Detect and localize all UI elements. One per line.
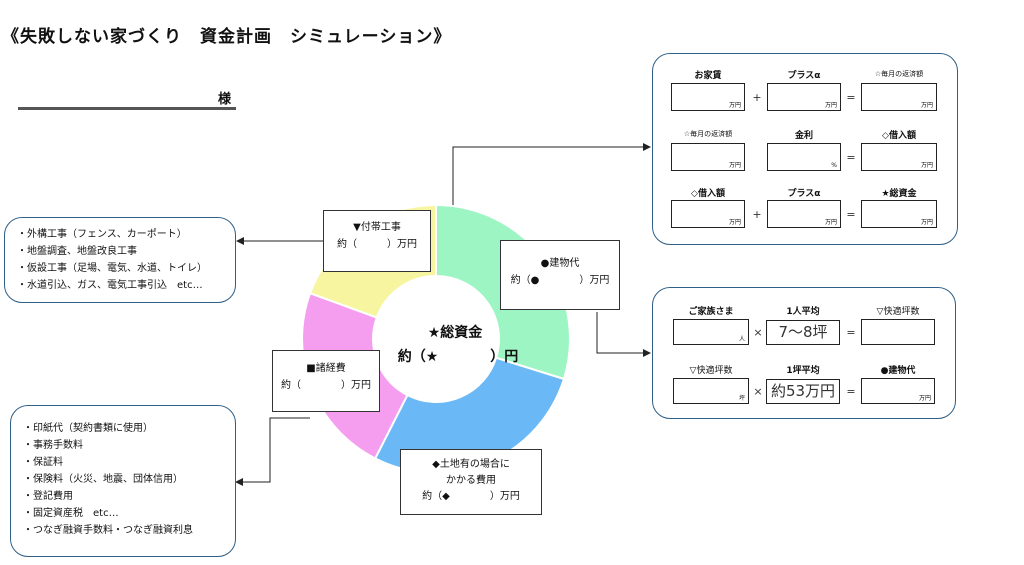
loan-amount-input-2[interactable]: 万円 (671, 200, 745, 228)
family-count-input[interactable]: 人 (673, 319, 749, 345)
list-item: ・保険料（火災、地震、団体信用） (23, 474, 183, 485)
land-amount[interactable]: 約（◆ ）万円 (422, 491, 520, 502)
loan-calc-panel: お家賃 プラスα ☆毎月の返済額 万円 + 万円 = 万円 ☆毎月の返済額 金利… (652, 53, 958, 245)
family-header: ご家族さま (688, 307, 734, 317)
list-item: ・印紙代（契約書類に使用） (23, 423, 153, 434)
row1-header-monthly: ☆毎月の返済額 (874, 70, 924, 78)
plus-operator: + (752, 208, 762, 221)
loan-amount-input[interactable]: 万円 (861, 143, 937, 171)
total-funds-input[interactable]: 万円 (861, 200, 937, 228)
list-item: ・保証料 (23, 457, 63, 468)
comfort-tsubo-header-2: ▽快適坪数 (689, 366, 733, 376)
land-title-line1: ◆土地有の場合に (432, 459, 510, 470)
total-funds-donut (301, 203, 571, 474)
land-label-box: ◆土地有の場合に かかる費用 約（◆ ）万円 (400, 449, 542, 515)
futai-detail-list: ・外構工事（フェンス、カーポート） ・地盤調査、地盤改良工事 ・仮設工事（足場、… (4, 217, 236, 303)
total-funds-suffix: ）円 (490, 349, 519, 365)
per-person-tsubo-value: 7〜8坪 (766, 320, 840, 345)
row3-header-total: ★総資金 (881, 189, 917, 199)
building-title: ●建物代 (540, 258, 580, 269)
list-item: ・登記費用 (23, 491, 73, 502)
equals-operator: = (846, 208, 856, 221)
land-title-line2: かかる費用 (446, 475, 496, 486)
rent-input[interactable]: 万円 (671, 83, 745, 111)
building-cost-header: ●建物代 (880, 366, 916, 376)
plus-alpha-input[interactable]: 万円 (767, 83, 841, 111)
monthly-payment-input-2[interactable]: 万円 (671, 143, 745, 171)
list-item: ・固定資産税 etc… (23, 508, 119, 519)
equals-operator: = (846, 151, 856, 164)
building-label-box: ●建物代 約（● ）万円 (500, 240, 620, 310)
total-funds-prefix: 約（★ (397, 349, 439, 365)
equals-operator: = (846, 91, 856, 104)
futai-amount[interactable]: 約（ ）万円 (337, 239, 417, 250)
shokeihi-label-box: ■諸経費 約（ ）万円 (272, 350, 380, 412)
comfort-tsubo-input[interactable] (861, 319, 935, 345)
per-tsubo-price-value: 約53万円 (766, 379, 840, 404)
futai-label-box: ▼付帯工事 約（ ）万円 (323, 210, 431, 272)
row1-header-plus: プラスα (787, 71, 821, 81)
row2-header-monthly: ☆毎月の返済額 (683, 130, 733, 138)
row2-header-loan: ◇借入額 (882, 131, 916, 141)
monthly-payment-input[interactable]: 万円 (861, 83, 937, 111)
shokeihi-detail-list: ・印紙代（契約書類に使用） ・事務手数料 ・保証料 ・保険料（火災、地震、団体信… (10, 405, 236, 557)
shokeihi-title: ■諸経費 (306, 363, 346, 374)
total-funds-title: ★総資金 (427, 325, 483, 341)
plus-operator: + (752, 91, 762, 104)
comfort-tsubo-header: ▽快適坪数 (876, 307, 920, 317)
customer-name-line[interactable] (18, 107, 236, 110)
comfort-tsubo-input-2[interactable]: 坪 (673, 378, 749, 404)
list-item: ・外構工事（フェンス、カーポート） (17, 229, 187, 240)
building-cost-input[interactable]: 万円 (861, 378, 935, 404)
row1-header-rent: お家賃 (694, 71, 722, 81)
equals-operator: = (846, 326, 856, 339)
list-item: ・地盤調査、地盤改良工事 (17, 246, 137, 257)
per-tsubo-header: 1坪平均 (786, 366, 820, 376)
page-title: 《失敗しない家づくり 資金計画 シミュレーション》 (2, 27, 452, 47)
per-person-header: 1人平均 (786, 307, 820, 317)
list-item: ・事務手数料 (23, 440, 83, 451)
building-calc-panel: ご家族さま 1人平均 ▽快適坪数 人 × 7〜8坪 = ▽快適坪数 1坪平均 ●… (652, 287, 956, 419)
futai-title: ▼付帯工事 (353, 222, 401, 233)
shokeihi-amount[interactable]: 約（ ）万円 (281, 380, 371, 391)
customer-suffix: 様 (218, 92, 232, 107)
plus-alpha-input-2[interactable]: 万円 (767, 200, 841, 228)
row3-header-plus: プラスα (787, 189, 821, 199)
multiply-operator: × (753, 326, 763, 339)
equals-operator: = (846, 385, 856, 398)
interest-rate-input[interactable]: % (767, 143, 841, 171)
multiply-operator: × (753, 385, 763, 398)
building-amount[interactable]: 約（● ）万円 (510, 275, 610, 286)
list-item: ・水道引込、ガス、電気工事引込 etc… (17, 280, 203, 291)
row2-header-rate: 金利 (794, 131, 813, 141)
list-item: ・仮設工事（足場、電気、水道、トイレ） (17, 263, 207, 274)
total-funds-amount: 約（★ ）円 (383, 346, 533, 366)
row3-header-loan: ◇借入額 (691, 189, 725, 199)
list-item: ・つなぎ融資手数料・つなぎ融資利息 (23, 525, 193, 536)
